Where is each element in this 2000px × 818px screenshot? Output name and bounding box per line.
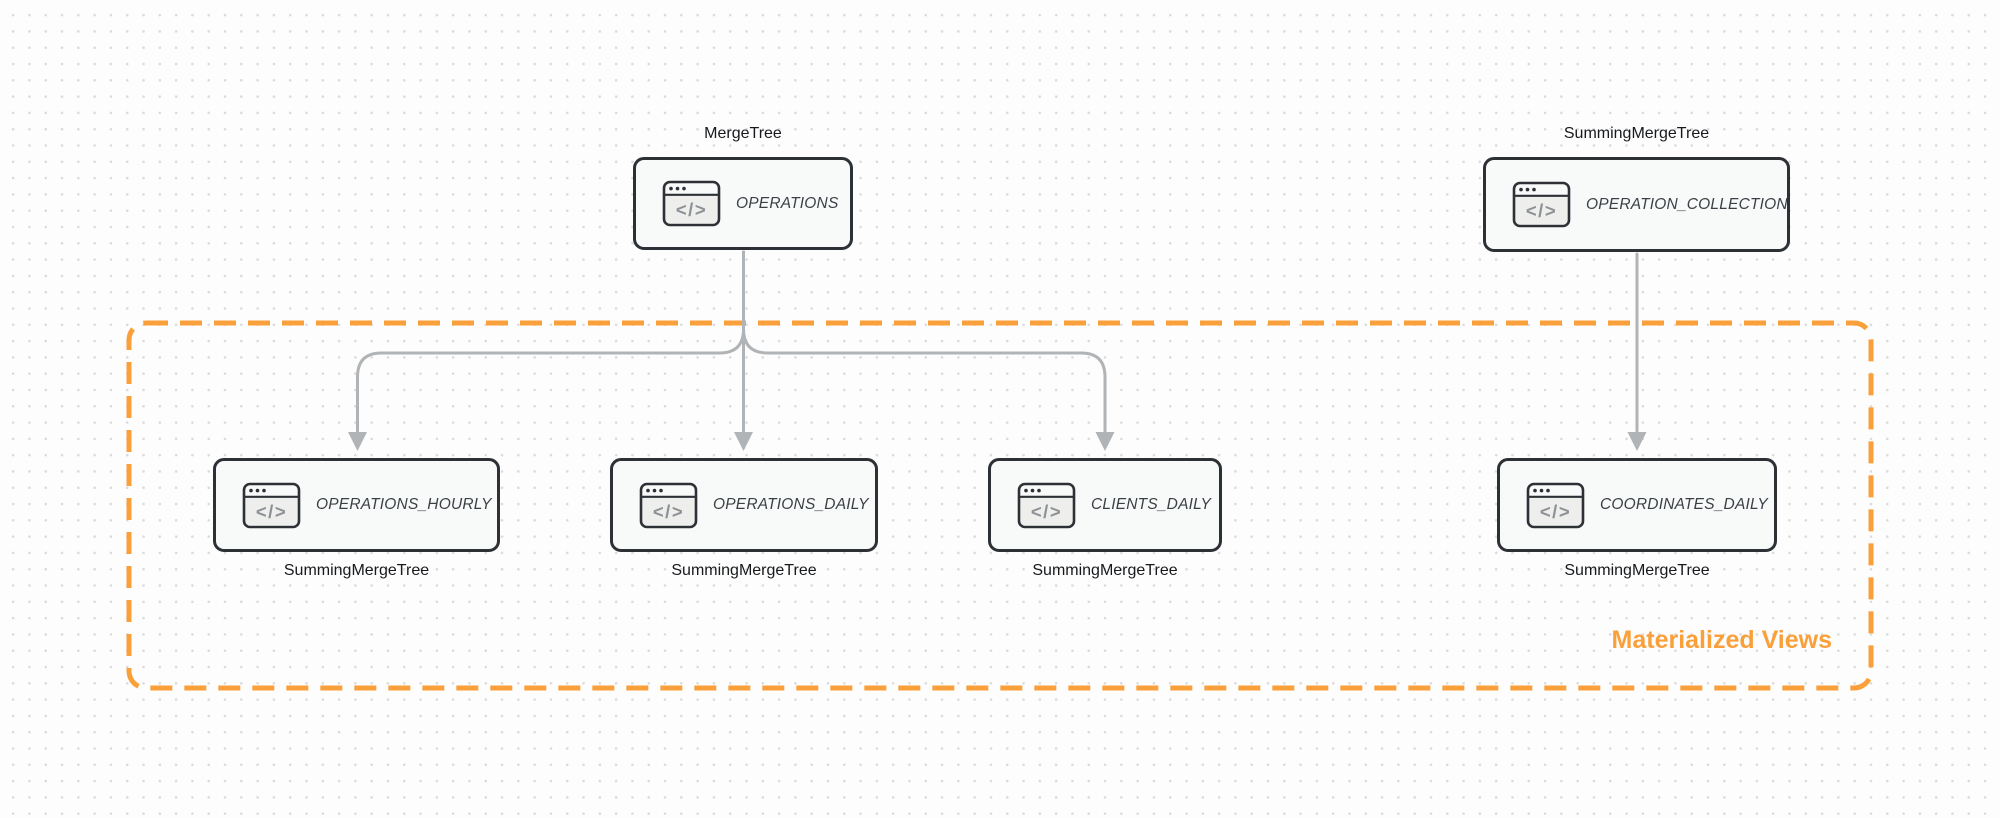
svg-text:</>: </> xyxy=(1031,501,1062,522)
edge-operations-to-clients-daily[interactable] xyxy=(742,250,1107,433)
table-name: OPERATION_COLLECTION xyxy=(1586,195,1788,213)
materialized-views-label: Materialized Views xyxy=(1611,626,1832,654)
code-window-icon: </> xyxy=(1017,482,1076,528)
table-name: OPERATIONS xyxy=(736,194,839,212)
arrowhead-operations-hourly xyxy=(348,432,367,451)
code-window-icon: </> xyxy=(662,180,721,227)
table-node-operations-daily[interactable]: </> OPERATIONS_DAILY xyxy=(610,458,878,552)
node-operations: MergeTree </> OPERATIONS xyxy=(633,125,853,250)
table-node-coordinates-daily[interactable]: </> COORDINATES_DAILY xyxy=(1497,458,1777,552)
edge-operations-to-operations-hourly[interactable] xyxy=(356,250,745,433)
node-operation-collection: SummingMergeTree </> OPERATION_COLLECTIO… xyxy=(1483,125,1790,252)
code-window-icon: </> xyxy=(639,482,698,528)
engine-label-operations-daily: SummingMergeTree xyxy=(671,562,817,579)
svg-text:</>: </> xyxy=(1526,200,1557,221)
table-node-operations[interactable]: </> OPERATIONS xyxy=(633,157,853,250)
table-node-operations-hourly[interactable]: </> OPERATIONS_HOURLY xyxy=(213,458,500,552)
arrowhead-operations-daily xyxy=(734,432,753,451)
svg-text:</>: </> xyxy=(1540,501,1571,522)
code-window-icon: </> xyxy=(242,482,301,528)
node-operations-hourly: </> OPERATIONS_HOURLY SummingMergeTree xyxy=(213,458,500,579)
code-window-icon: </> xyxy=(1526,482,1585,528)
node-operations-daily: </> OPERATIONS_DAILY SummingMergeTree xyxy=(610,458,878,579)
engine-label-operations-hourly: SummingMergeTree xyxy=(283,562,430,579)
table-node-operation-collection[interactable]: </> OPERATION_COLLECTION xyxy=(1483,157,1790,252)
node-coordinates-daily: </> COORDINATES_DAILY SummingMergeTree xyxy=(1497,458,1777,579)
table-name: OPERATIONS_DAILY xyxy=(713,496,869,513)
svg-text:</>: </> xyxy=(653,501,684,522)
table-name: OPERATIONS_HOURLY xyxy=(316,496,492,513)
engine-label-operation-collection: SummingMergeTree xyxy=(1563,125,1710,142)
arrowhead-clients-daily xyxy=(1095,432,1115,451)
node-clients-daily: </> CLIENTS_DAILY SummingMergeTree xyxy=(988,458,1222,579)
arrowhead-coordinates-daily xyxy=(1627,432,1647,451)
svg-text:</>: </> xyxy=(256,501,287,522)
materialized-views-group-rect[interactable] xyxy=(126,320,1874,691)
code-window-icon: </> xyxy=(1512,181,1571,228)
engine-label-clients-daily: SummingMergeTree xyxy=(1032,562,1178,579)
table-name: CLIENTS_DAILY xyxy=(1091,496,1212,513)
table-node-clients-daily[interactable]: </> CLIENTS_DAILY xyxy=(988,458,1222,552)
engine-label-coordinates-daily: SummingMergeTree xyxy=(1564,562,1710,579)
svg-text:</>: </> xyxy=(676,199,707,220)
engine-label-operations: MergeTree xyxy=(704,125,782,142)
table-name: COORDINATES_DAILY xyxy=(1600,496,1768,513)
